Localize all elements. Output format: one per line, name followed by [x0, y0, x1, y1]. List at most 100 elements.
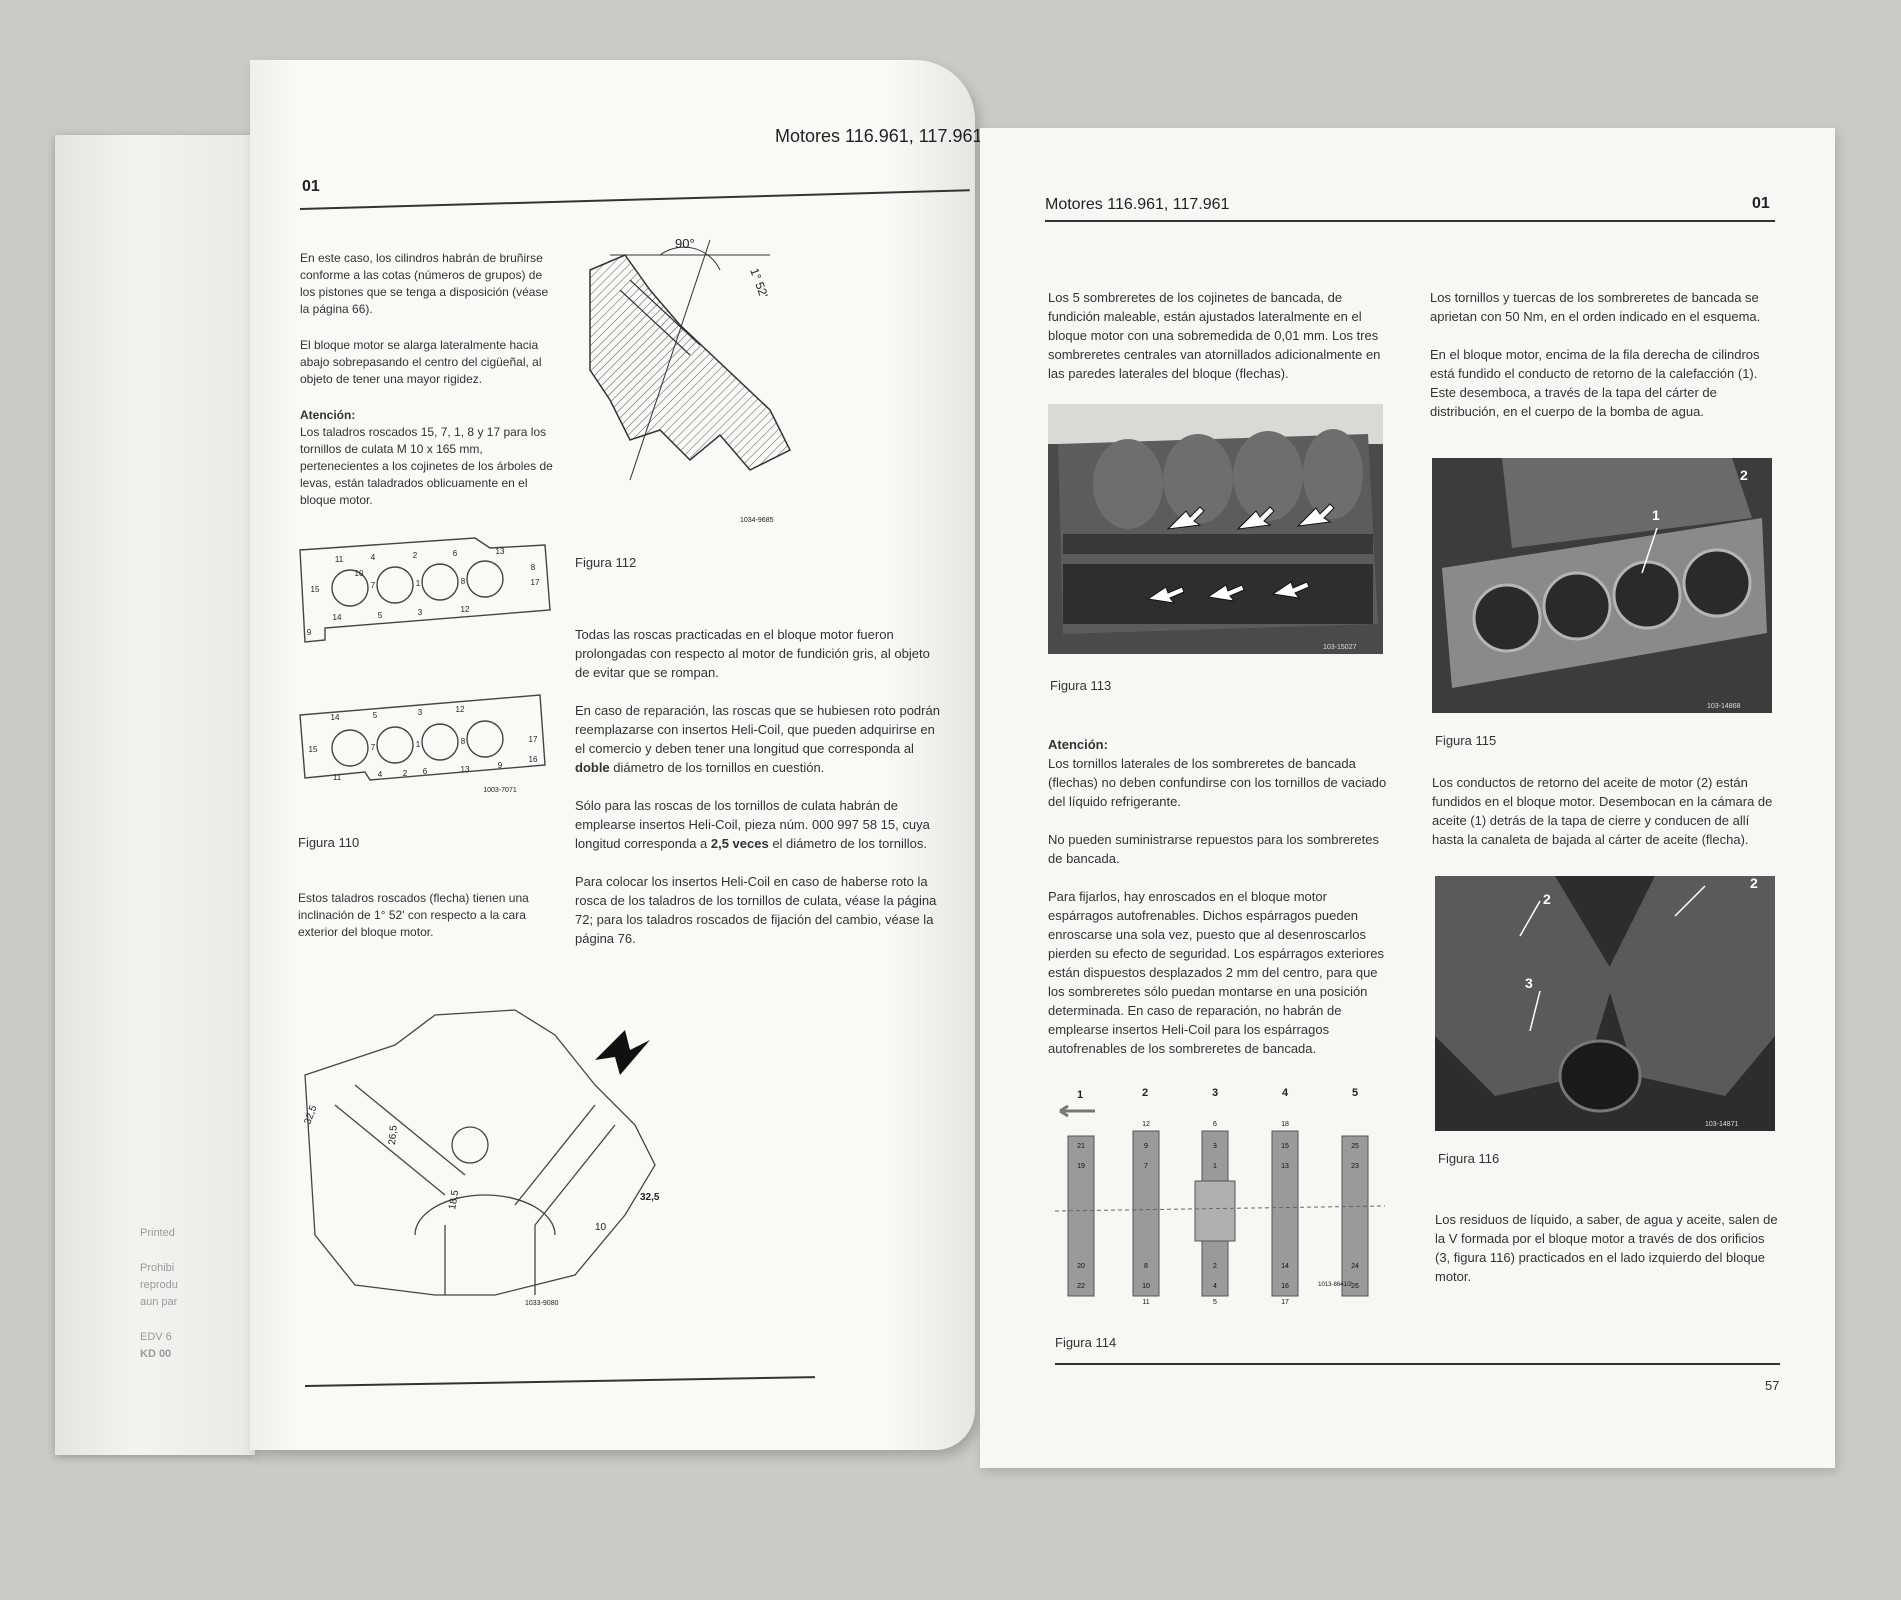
- photo-label: 2: [1750, 875, 1758, 891]
- bolt-number: 3: [418, 708, 423, 717]
- right-page: Motores 116.961, 117.961 01 Los 5 sombre…: [980, 128, 1835, 1468]
- photo-label: 3: [1525, 975, 1533, 991]
- bolt-number: 4: [378, 770, 383, 779]
- bolt-number: 11: [1142, 1299, 1149, 1306]
- left-header-rule: [299, 189, 970, 210]
- bolt-number: 11: [333, 773, 342, 782]
- left-footer-rule: [304, 1376, 815, 1387]
- bolt-number: 8: [531, 563, 536, 572]
- photo-label: 2: [1543, 891, 1551, 907]
- figure-code: 103-14868: [1707, 703, 1741, 710]
- text-span: En caso de reparación, las roscas que se…: [575, 703, 940, 756]
- cap-number: 2: [1142, 1087, 1148, 1099]
- bolt-number: 9: [1144, 1143, 1148, 1150]
- paragraph: No pueden suministrarse repuestos para l…: [1048, 832, 1379, 866]
- bolt-number: 18: [1281, 1121, 1289, 1128]
- side-text-line: Prohibi: [140, 1262, 175, 1274]
- paragraph: Los tornillos laterales de los sombreret…: [1048, 756, 1387, 809]
- book-block-edge: [55, 135, 255, 1455]
- right-page-section-number: 01: [1752, 195, 1770, 212]
- figure-114-diagram: 1 2 3 4 5 21 19 20 22 12 9 7 8 10 11 6: [1054, 1087, 1386, 1306]
- right-page-column-1-text-lower: Atención: Los tornillos laterales de los…: [1048, 735, 1388, 1077]
- figure-code: 1013-8641/2: [1318, 1282, 1352, 1288]
- bolt-number: 6: [1213, 1121, 1217, 1128]
- left-page: Motores 116.961, 117.961 01 En este caso…: [250, 60, 982, 1450]
- arrow-left-icon: [1059, 1104, 1095, 1118]
- bolt-number: 17: [529, 735, 538, 744]
- bolt-number: 12: [1142, 1121, 1150, 1128]
- figure-112-diagram: 90° 1° 52' 1034-9685: [589, 236, 792, 524]
- bolt-number: 25: [1351, 1143, 1359, 1150]
- left-page-header-title: Motores 116.961, 117.961: [775, 126, 983, 146]
- bolt-number: 3: [418, 608, 423, 617]
- paragraph: El bloque motor se alarga lateralmente h…: [300, 338, 542, 386]
- side-text-line: Printed: [140, 1227, 175, 1239]
- engine-block-photo: 103-15027: [1048, 404, 1383, 654]
- bolt-number: 22: [1077, 1283, 1085, 1290]
- figure-115-photo: 1 2 103-14868: [1432, 458, 1772, 713]
- dimension-label: 26,5: [387, 1124, 400, 1145]
- paragraph: En el bloque motor, encima de la fila de…: [1430, 347, 1760, 419]
- cap-number: 1: [1077, 1089, 1083, 1101]
- right-page-column-1-text: Los 5 sombreretes de los cojinetes de ba…: [1048, 290, 1381, 381]
- bolt-number: 15: [311, 585, 320, 594]
- bolt-number: 6: [423, 767, 428, 776]
- bolt-number: 19: [1077, 1163, 1085, 1170]
- arrow-icon: [595, 1030, 650, 1075]
- bolt-number: 10: [1142, 1283, 1150, 1290]
- bolt-number: 15: [1281, 1143, 1289, 1150]
- bolt-number: 1: [416, 740, 421, 749]
- dimension-label: 10: [595, 1222, 607, 1233]
- bolt-number: 7: [371, 581, 376, 590]
- bolt-number: 7: [1144, 1163, 1148, 1170]
- right-header-rule: [1045, 220, 1775, 222]
- bold-span: 2,5 veces: [710, 836, 769, 851]
- figure-111-diagram: 32,5 32,5 26,5 10 18,5 1033-9080: [302, 1009, 660, 1307]
- photo-label: 2: [1740, 467, 1748, 483]
- dimension-label: 32,5: [640, 1192, 660, 1203]
- bolt-number: 16: [529, 755, 538, 764]
- figure-code: 1003-7071: [483, 787, 517, 794]
- side-text-line: reprodu: [140, 1279, 178, 1291]
- atencion-label: Atención:: [1048, 737, 1108, 752]
- figure-110-diagram: 11 4 10 2 6 13 8 15 7 1 8 17 14 5 3 12 9…: [299, 537, 551, 794]
- left-column-text: En este caso, los cilindros habrán de br…: [300, 250, 555, 528]
- bolt-number: 13: [496, 547, 505, 556]
- bolt-number: 9: [498, 761, 503, 770]
- bolt-number: 24: [1351, 1263, 1359, 1270]
- right-page-column-2-text-mid: Los conductos de retorno del aceite de m…: [1432, 775, 1773, 847]
- bolt-number: 1: [1213, 1163, 1217, 1170]
- paragraph: Todas las roscas practicadas en el bloqu…: [575, 627, 930, 680]
- bolt-number: 1: [416, 579, 421, 588]
- figure-114-caption: Figura 114: [1055, 1335, 1117, 1350]
- bolt-number: 14: [1281, 1263, 1289, 1270]
- figure-110-caption: Figura 110: [298, 835, 360, 850]
- bolt-number: 5: [373, 711, 378, 720]
- bolt-number: 14: [333, 613, 342, 622]
- bolt-number: 2: [403, 769, 408, 778]
- angle-label: 90°: [675, 236, 695, 251]
- paragraph: Sólo para las roscas de los tornillos de…: [575, 796, 940, 853]
- figure-115-caption: Figura 115: [1435, 733, 1497, 748]
- page-number: 57: [1765, 1378, 1780, 1393]
- right-page-column-2-text: Los tornillos y tuercas de los sombreret…: [1430, 288, 1780, 440]
- bolt-number: 9: [307, 628, 312, 637]
- bolt-number: 20: [1077, 1263, 1085, 1270]
- bolt-number: 3: [1213, 1143, 1217, 1150]
- bolt-number: 2: [413, 551, 418, 560]
- bolt-number: 15: [309, 745, 318, 754]
- figure-code: 1034-9685: [740, 517, 774, 524]
- text-span: diámetro de los tornillos en cuestión.: [609, 760, 825, 775]
- side-text-line: KD 00: [140, 1348, 172, 1360]
- bolt-number: 7: [371, 743, 376, 752]
- bolt-number: 5: [1213, 1299, 1217, 1306]
- bolt-number: 23: [1351, 1163, 1359, 1170]
- paragraph: Para fijarlos, hay enroscados en el bloq…: [1048, 889, 1385, 1056]
- bolt-number: 12: [456, 705, 465, 714]
- bolt-number: 21: [1077, 1143, 1085, 1150]
- text-span: Sólo para las roscas de los tornillos de…: [575, 798, 930, 851]
- atencion-label: Atención:: [300, 408, 356, 422]
- bolt-number: 17: [531, 578, 540, 587]
- right-footer-rule: [1055, 1363, 1780, 1365]
- bolt-number: 4: [1213, 1283, 1217, 1290]
